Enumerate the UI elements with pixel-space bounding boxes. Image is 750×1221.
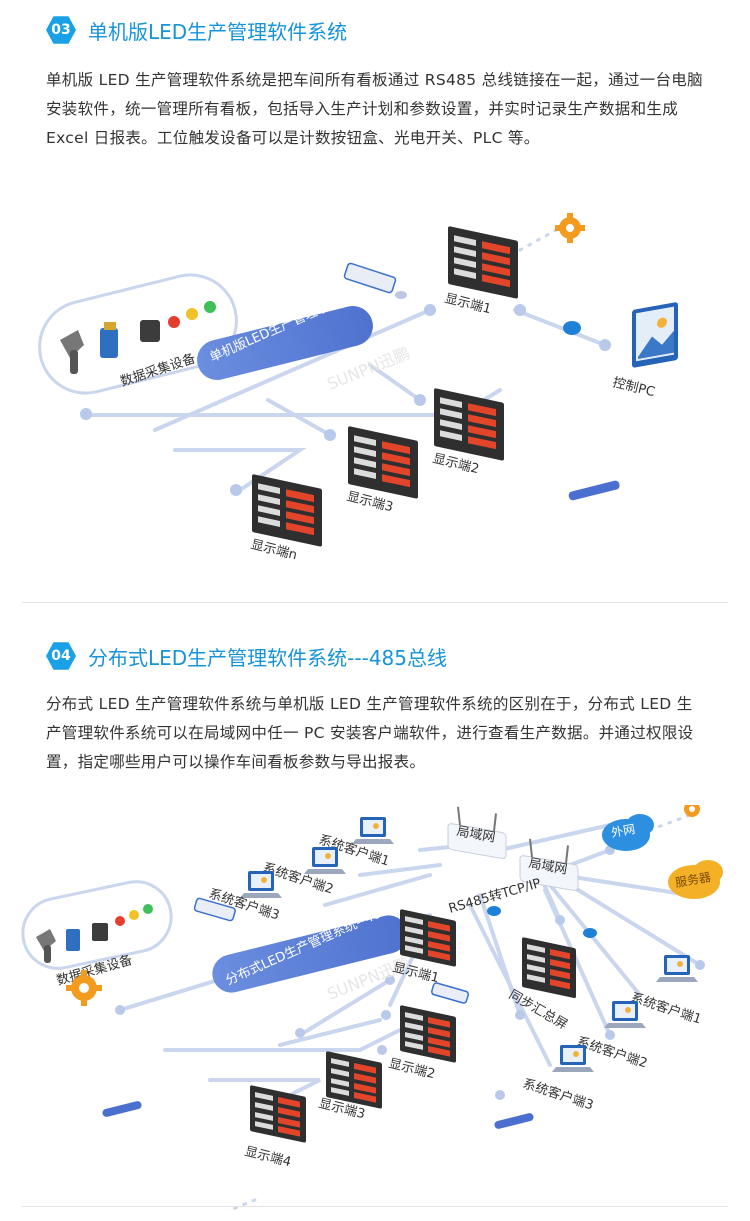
display-board-1 (448, 226, 518, 299)
keyboard-icon (193, 897, 236, 922)
lan-router-icon (519, 838, 579, 892)
counter-box-icon (92, 923, 108, 941)
lan-label-1: 局域网 (455, 824, 496, 846)
collector-region (38, 273, 238, 395)
display-label-1: 显示端1 (443, 291, 493, 317)
converter-icon (563, 321, 581, 335)
right-client-label-3: 系统客户端3 (521, 1076, 596, 1114)
distributed-system-diagram: 数据采集设备 分布式LED生产管理系统--485总线 SUNPN迅鹏 系统客户端… (21, 805, 723, 1212)
gear-icon (66, 970, 102, 1006)
red-button-icon (168, 316, 180, 328)
display-label-2: 显示端2 (387, 1056, 437, 1082)
gear-icon (684, 805, 700, 817)
lan-label-2: 局域网 (527, 856, 568, 878)
internet-label: 外网 (610, 822, 636, 840)
display-label-2: 显示端2 (431, 451, 481, 477)
sensor-icon (100, 328, 118, 358)
client-laptop-icon (604, 1001, 646, 1028)
green-button-icon (204, 301, 216, 313)
sensor-icon (66, 929, 80, 951)
internet-cloud-icon (602, 814, 654, 851)
display-board-n (252, 474, 322, 547)
client-laptop-icon (240, 871, 282, 898)
system-pill (197, 306, 373, 380)
right-client-label-1: 系统客户端1 (629, 990, 704, 1028)
display-label-3: 显示端3 (345, 489, 395, 515)
section-number-badge: 03 (46, 16, 76, 44)
red-button-icon (115, 916, 125, 926)
collector-region (21, 880, 173, 970)
display-board-3 (326, 1051, 382, 1109)
converter-icon (583, 928, 597, 938)
client-laptop-icon (656, 955, 698, 982)
display-board-4 (250, 1085, 306, 1143)
display-board-2 (434, 388, 504, 461)
server-cloud-icon (668, 860, 723, 899)
section-distributed: 04 分布式LED生产管理软件系统---485总线 分布式 LED 生产管理软件… (0, 620, 750, 1220)
lan-router-icon (447, 806, 507, 860)
section-number-badge: 04 (46, 642, 76, 670)
scanner-icon (36, 929, 56, 963)
scanner-icon (60, 330, 84, 374)
counter-box-icon (140, 320, 160, 342)
control-pc-monitor-icon (632, 302, 678, 368)
gear-icon (555, 213, 585, 243)
green-button-icon (143, 904, 153, 914)
display-board-2 (400, 1005, 456, 1063)
yellow-button-icon (186, 308, 198, 320)
section-divider (22, 602, 728, 603)
client-laptop-icon (352, 817, 394, 844)
section-description: 分布式 LED 生产管理软件系统与单机版 LED 生产管理软件系统的区别在于，分… (46, 695, 694, 771)
server-label: 服务器 (674, 869, 712, 890)
section-standalone: 03 单机版LED生产管理软件系统 单机版 LED 生产管理软件系统是把车间所有… (0, 0, 750, 600)
keyboard-icon (343, 262, 397, 294)
decor-bar (102, 1101, 142, 1117)
section-header: 04 分布式LED生产管理软件系统---485总线 (46, 638, 447, 674)
mouse-icon (395, 291, 407, 299)
display-board-3 (348, 426, 418, 499)
standalone-system-diagram: 数据采集设备 单机版LED生产管理系统 SUNPN迅鹏 显示端1 显示端2 显示… (38, 213, 678, 563)
display-board-1 (400, 909, 456, 967)
decor-bar (494, 1113, 534, 1129)
section-header: 03 单机版LED生产管理软件系统 (46, 12, 347, 48)
section-title: 单机版LED生产管理软件系统 (88, 19, 348, 44)
keyboard-icon (431, 982, 469, 1004)
system-pill (212, 915, 408, 993)
client-laptop-icon (552, 1045, 594, 1072)
section-description: 单机版 LED 生产管理软件系统是把车间所有看板通过 RS485 总线链接在一起… (46, 71, 703, 147)
control-pc-label: 控制PC (611, 375, 656, 400)
section-title: 分布式LED生产管理软件系统---485总线 (88, 645, 448, 670)
converter-icon (487, 906, 501, 916)
sync-summary-board (522, 937, 576, 999)
display-label-4: 显示端4 (243, 1144, 293, 1170)
display-label-n: 显示端n (249, 537, 298, 563)
section-divider (22, 1206, 728, 1207)
decor-bar (568, 480, 620, 501)
client-laptop-icon (304, 847, 346, 874)
yellow-button-icon (129, 910, 139, 920)
